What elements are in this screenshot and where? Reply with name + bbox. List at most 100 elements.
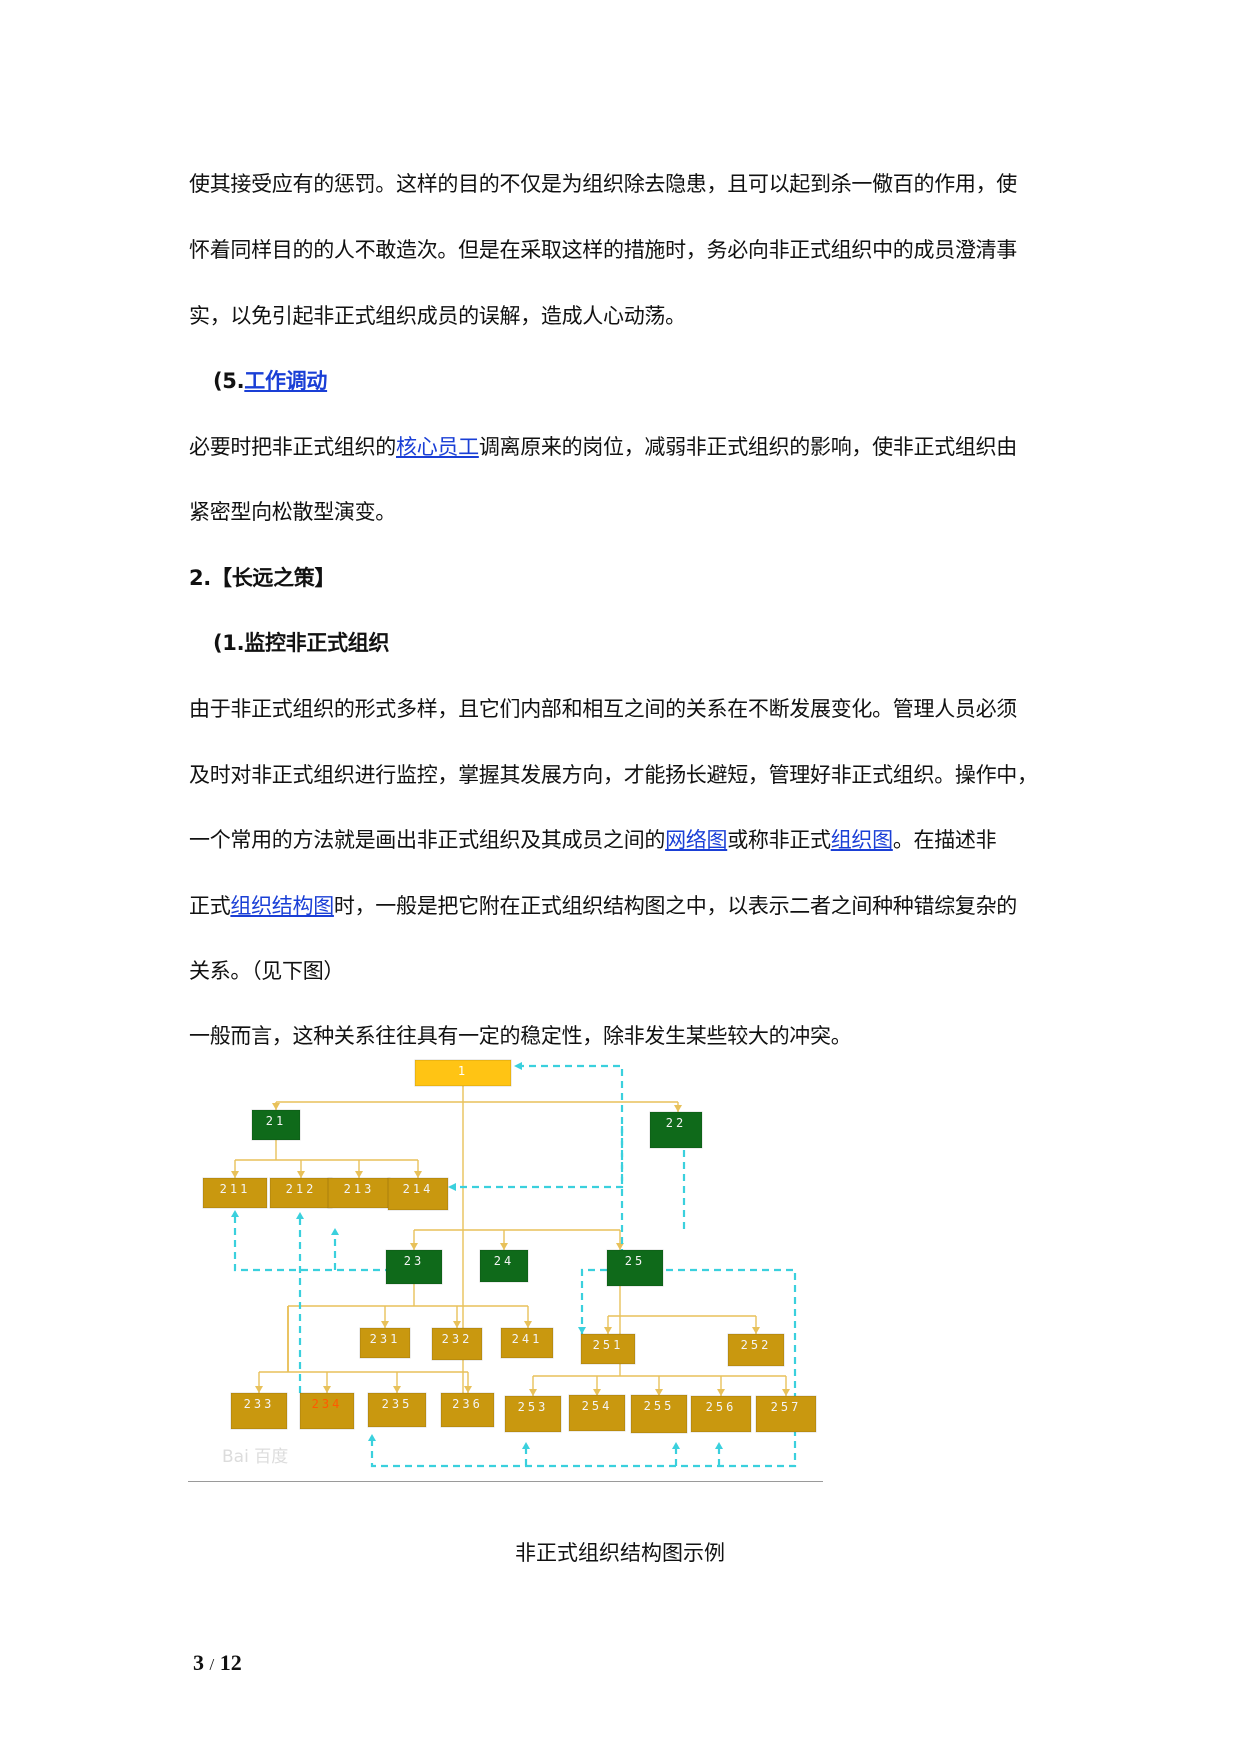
arrowhead bbox=[522, 1442, 530, 1449]
paragraph-line: 关系。（见下图） bbox=[189, 959, 345, 983]
org-node-235: 235 bbox=[367, 1392, 427, 1428]
org-node-label: 231 bbox=[370, 1332, 401, 1346]
text-segment: 正式 bbox=[189, 894, 231, 918]
arrowhead bbox=[297, 1171, 305, 1178]
org-node-label: 236 bbox=[452, 1397, 483, 1411]
org-node-213: 213 bbox=[327, 1177, 391, 1209]
org-node-label: 255 bbox=[644, 1399, 675, 1413]
arrowhead bbox=[529, 1389, 537, 1396]
arrowhead bbox=[410, 1243, 418, 1250]
link-org-chart[interactable]: 组织图 bbox=[830, 828, 893, 852]
arrowhead bbox=[381, 1321, 389, 1328]
page-number: 3 / 12 bbox=[193, 1650, 242, 1676]
org-node-label: 257 bbox=[771, 1400, 802, 1414]
org-node-23: 23 bbox=[385, 1249, 443, 1285]
org-node-label: 232 bbox=[442, 1332, 473, 1346]
org-node-label: 212 bbox=[286, 1182, 317, 1196]
org-node-233: 233 bbox=[230, 1392, 288, 1430]
org-node-box bbox=[359, 1327, 411, 1359]
paragraph-line: 怀着同样目的的人不敢造次。但是在采取这样的措施时，务必向非正式组织中的成员澄清事 bbox=[189, 238, 1017, 262]
link-job-transfer[interactable]: 工作调动 bbox=[244, 369, 328, 393]
link-org-structure-chart[interactable]: 组织结构图 bbox=[230, 894, 334, 918]
org-node-22: 22 bbox=[649, 1111, 703, 1149]
arrowhead bbox=[715, 1442, 723, 1449]
informal-relation-line bbox=[516, 1064, 624, 1256]
org-node-box bbox=[251, 1109, 301, 1141]
org-node-label: 213 bbox=[344, 1182, 375, 1196]
org-node-label: 233 bbox=[244, 1397, 275, 1411]
org-node-214: 214 bbox=[387, 1177, 449, 1211]
arrowhead bbox=[674, 1105, 682, 1112]
org-node-label: 253 bbox=[518, 1400, 549, 1414]
org-node-25: 25 bbox=[606, 1249, 664, 1287]
figure-bottom-rule bbox=[188, 1481, 823, 1482]
org-node-box bbox=[500, 1327, 554, 1359]
subheading-job-transfer: (5.工作调动 bbox=[213, 366, 1093, 396]
arrowhead bbox=[414, 1171, 422, 1178]
page-separator: / bbox=[209, 1655, 215, 1674]
org-node-box bbox=[630, 1394, 688, 1434]
org-node-label: 251 bbox=[593, 1338, 624, 1352]
arrowhead bbox=[323, 1386, 331, 1393]
org-node-box bbox=[504, 1395, 562, 1433]
org-node-box bbox=[230, 1392, 288, 1430]
org-node-241: 241 bbox=[500, 1327, 554, 1359]
org-node-label: 22 bbox=[666, 1116, 686, 1130]
text-segment: 。在描述非 bbox=[892, 828, 997, 852]
org-node-box bbox=[580, 1333, 636, 1365]
org-node-254: 254 bbox=[568, 1394, 626, 1432]
org-node-box bbox=[299, 1392, 355, 1430]
arrowhead bbox=[717, 1389, 725, 1396]
arrowhead bbox=[331, 1228, 339, 1235]
text-segment: 必要时把非正式组织的 bbox=[189, 435, 396, 459]
text-segment: 调离原来的岗位，减弱非正式组织的影响，使非正式组织由 bbox=[478, 435, 1018, 459]
org-node-box bbox=[327, 1177, 391, 1209]
link-core-employee[interactable]: 核心员工 bbox=[396, 435, 479, 459]
arrowhead bbox=[296, 1212, 304, 1219]
paragraph-line: 实，以免引起非正式组织成员的误解，造成人心动荡。 bbox=[189, 304, 686, 328]
org-node-251: 251 bbox=[580, 1333, 636, 1365]
informal-relation-line bbox=[580, 1268, 607, 1334]
org-node-label: 214 bbox=[403, 1182, 434, 1196]
org-node-label: 211 bbox=[220, 1182, 251, 1196]
org-node-box bbox=[385, 1249, 443, 1285]
arrowhead bbox=[578, 1327, 586, 1334]
text-segment: 时，一般是把它附在正式组织结构图之中，以表示二者之间种种错综复杂的 bbox=[333, 894, 1018, 918]
link-network-diagram[interactable]: 网络图 bbox=[665, 828, 728, 852]
org-node-255: 255 bbox=[630, 1394, 688, 1434]
org-node-label: 1 bbox=[458, 1064, 468, 1078]
arrowhead bbox=[393, 1386, 401, 1393]
org-node-box bbox=[367, 1392, 427, 1428]
org-node-box bbox=[202, 1177, 268, 1209]
subheading-monitor: (1.监控非正式组织 bbox=[213, 631, 390, 655]
arrowhead bbox=[355, 1171, 363, 1178]
org-node-231: 231 bbox=[359, 1327, 411, 1359]
arrowhead bbox=[514, 1062, 522, 1070]
org-node-box bbox=[690, 1395, 752, 1433]
informal-org-structure-diagram: 1 21 22 211 212 213 214 23 24 25 231 232 241 251 252 23… bbox=[202, 1059, 817, 1468]
paragraph-line: 正式组织结构图时，一般是把它附在正式组织结构图之中，以表示二者之间种种错综复杂的 bbox=[189, 891, 1069, 921]
arrowhead bbox=[616, 1243, 624, 1250]
informal-relation-lines bbox=[231, 1062, 797, 1468]
org-node-234: 234 bbox=[299, 1392, 355, 1430]
org-node-box bbox=[606, 1249, 664, 1287]
arrowhead bbox=[272, 1103, 280, 1110]
page-total: 12 bbox=[219, 1650, 242, 1675]
org-node-label: 24 bbox=[494, 1254, 514, 1268]
org-node-257: 257 bbox=[755, 1395, 817, 1433]
org-node-21: 21 bbox=[251, 1109, 301, 1141]
arrowhead bbox=[231, 1210, 239, 1217]
arrowhead bbox=[672, 1442, 680, 1449]
org-node-1: 1 bbox=[414, 1059, 512, 1087]
arrowhead bbox=[655, 1389, 663, 1396]
org-node-232: 232 bbox=[431, 1327, 483, 1361]
org-node-236: 236 bbox=[440, 1392, 495, 1428]
org-node-252: 252 bbox=[727, 1333, 785, 1367]
arrowhead bbox=[500, 1243, 508, 1250]
org-node-212: 212 bbox=[269, 1177, 333, 1209]
org-node-label: 234 bbox=[312, 1397, 343, 1411]
text-segment: 或称非正式 bbox=[727, 828, 831, 852]
arrowhead bbox=[593, 1389, 601, 1396]
org-node-box bbox=[479, 1249, 529, 1283]
org-node-24: 24 bbox=[479, 1249, 529, 1283]
